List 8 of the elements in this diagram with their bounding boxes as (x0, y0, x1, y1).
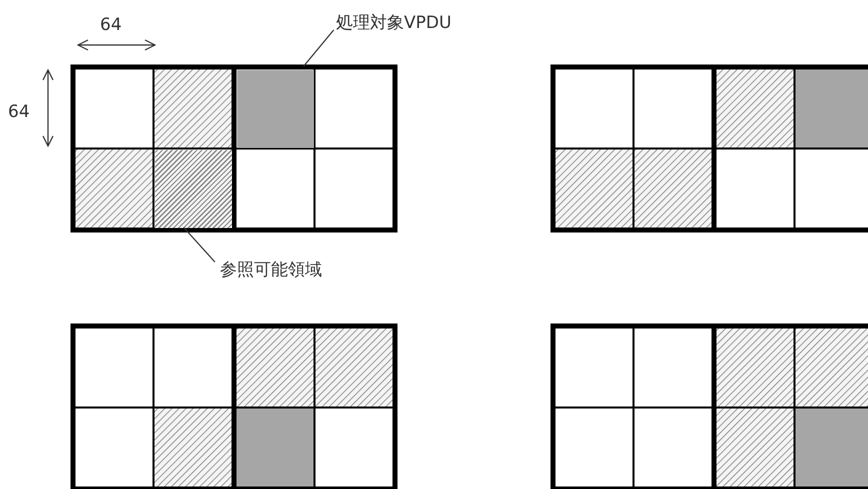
hatched-block (154, 150, 232, 228)
leader-line (183, 227, 216, 262)
callout-label: 処理対象VPDU (336, 13, 452, 33)
callout-label: 参照可能領域 (220, 260, 322, 280)
dimension-label: 64 (100, 15, 122, 35)
leader-line (303, 30, 334, 67)
dimension-label: 64 (8, 102, 30, 122)
processing-block (236, 70, 314, 148)
